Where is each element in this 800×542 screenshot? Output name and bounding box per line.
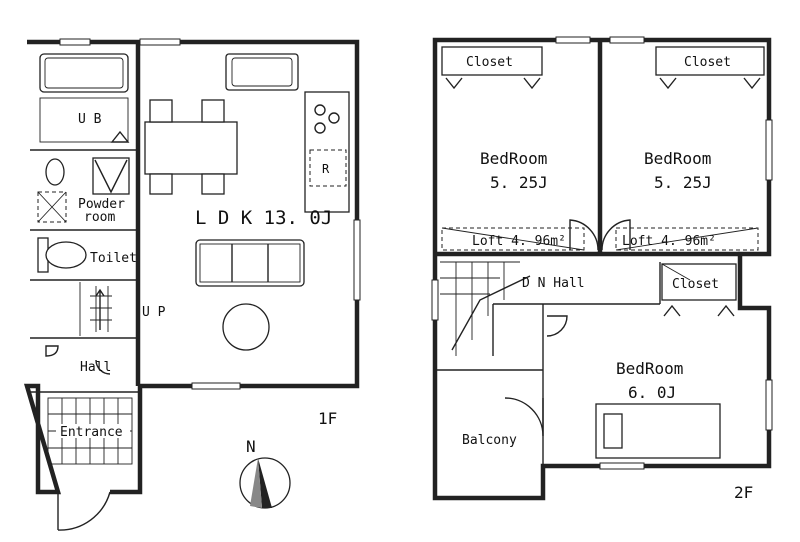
closet-mid-label: Closet: [672, 277, 719, 292]
entrance-door[interactable]: [57, 491, 111, 531]
refrigerator: [309, 149, 347, 187]
stove-burner: [314, 122, 326, 134]
loft-left-label: Loft 4. 96m²: [472, 234, 566, 249]
bathtub-inner: [44, 57, 124, 89]
closet-right-label: Closet: [684, 55, 731, 70]
closet-right: [655, 46, 765, 76]
stairs-label-up: U P: [142, 305, 166, 320]
stove-burner: [328, 112, 340, 124]
closet-mid-doors: [663, 304, 735, 317]
loft-right: [615, 227, 759, 251]
stairs-2f: [440, 261, 531, 356]
bathtub: [39, 53, 129, 93]
room-label-toilet: Toilet: [90, 251, 137, 266]
hall-door-swing: [45, 345, 59, 357]
room-label-entrance: Entrance: [60, 425, 123, 440]
bedroom-bottom-door[interactable]: [546, 315, 568, 337]
window: [599, 462, 645, 470]
kitchen-sink: [231, 57, 293, 87]
hall-door-2: [95, 359, 111, 375]
loft-right-hatch: [615, 227, 759, 251]
refrigerator-icon: R: [322, 162, 330, 176]
floor-caption-1f: 1F: [318, 409, 337, 428]
loft-left: [441, 227, 585, 251]
stairs-1f: [90, 286, 112, 332]
washing-machine: [92, 157, 130, 195]
bath-door-arc: [110, 130, 130, 143]
window: [139, 38, 181, 46]
floor-caption-2f: 2F: [734, 483, 753, 502]
storage-box-x: [37, 191, 67, 223]
loft-right-label: Loft 4. 96m²: [622, 234, 716, 249]
window: [609, 36, 645, 44]
closet-left: [441, 46, 543, 76]
sofa: [195, 239, 305, 287]
washbasin: [45, 158, 65, 186]
bedroom-right-label: BedRoom: [644, 149, 711, 168]
room-label-hall: Hall: [80, 360, 111, 375]
closet-right-doors: [659, 77, 761, 90]
pillow: [603, 413, 623, 449]
window: [765, 119, 773, 181]
bedroom-right-door[interactable]: [601, 219, 631, 251]
window: [191, 382, 241, 390]
closet-left-doors: [445, 77, 541, 90]
balcony-door[interactable]: [504, 397, 544, 437]
window: [59, 38, 91, 46]
room-label-powder: Powder: [78, 197, 125, 212]
bedroom-bottom-size: 6. 0J: [628, 383, 676, 402]
floor2-outer-wall: [432, 37, 772, 501]
kitchen-counter-side: [304, 91, 350, 213]
bedroom-left-door[interactable]: [569, 219, 599, 251]
floor1-outer-wall: [23, 39, 360, 495]
closet-mid: [661, 263, 737, 301]
north-compass: N: [239, 437, 291, 509]
floor-1: U B Powder room Toilet U P Hall Entrance: [23, 38, 361, 531]
window: [353, 219, 361, 301]
bedroom-right-size: 5. 25J: [654, 173, 712, 192]
entrance-label-bg: [56, 424, 130, 438]
floor-2: Closet Closet BedRoom 5. 25J BedRoom 5. …: [431, 36, 773, 502]
window: [555, 36, 591, 44]
closet-mid-hatch: [661, 263, 691, 281]
room-label-powder-room: room: [84, 210, 115, 225]
kitchen-counter-top: [225, 53, 299, 91]
round-rug: [222, 303, 270, 351]
loft-left-hatch: [441, 227, 585, 251]
compass-north-label: N: [246, 437, 256, 456]
closet-left-label: Closet: [466, 55, 513, 70]
bedroom-left-label: BedRoom: [480, 149, 547, 168]
stove-burner: [314, 104, 326, 116]
storage-box: [37, 191, 67, 223]
dining-set: [144, 99, 238, 195]
bedroom-left-size: 5. 25J: [490, 173, 548, 192]
window: [431, 279, 439, 321]
bedroom-bottom-label: BedRoom: [616, 359, 683, 378]
balcony-label: Balcony: [462, 433, 517, 448]
window: [765, 379, 773, 431]
bath-floor: [39, 97, 129, 143]
washing-machine-mark: [94, 159, 128, 194]
room-label-ub: U B: [78, 112, 102, 127]
room-label-ldk: L D K 13. 0J: [195, 207, 332, 229]
toilet-bowl: [45, 241, 87, 269]
hall-label-2f: D N Hall: [522, 276, 585, 291]
